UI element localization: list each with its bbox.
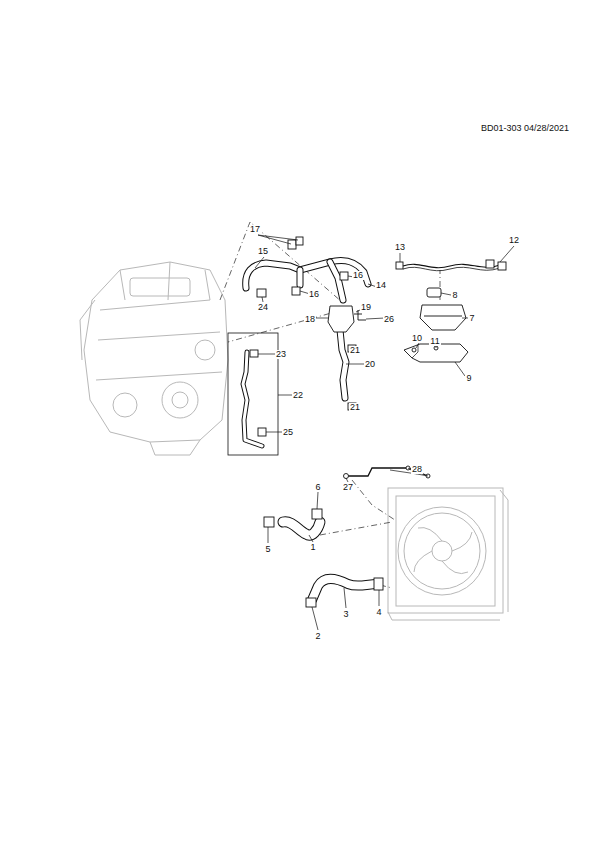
callout-number: 25 [282,428,294,437]
callout-number: 24 [257,303,269,312]
callout-number: 21 [349,403,361,412]
callout-number: 7 [468,314,475,323]
callout-number: 4 [375,608,382,617]
callout-number: 11 [429,337,440,346]
group-box [228,333,278,455]
callout-number: 18 [304,315,316,324]
callout-number: 1 [309,543,316,552]
callout-number: 13 [394,243,406,252]
callout-number: 21 [349,346,361,355]
callout-number: 16 [308,290,320,299]
callout-number: 27 [342,483,354,492]
drawing-code: BD01-303 04/28/2021 [480,124,570,133]
callout-number: 20 [364,360,376,369]
callout-number: 14 [375,281,387,290]
callout-number: 8 [451,291,458,300]
callout-number: 19 [360,303,372,312]
coolant-reservoir [404,288,468,362]
callout-number: 5 [264,545,271,554]
callout-number: 28 [411,465,423,474]
callout-number: 9 [465,374,472,383]
radiator-fan [388,488,508,620]
callout-number: 2 [314,632,321,641]
leader-lines [255,235,514,630]
engine [80,262,228,455]
callout-number: 3 [342,610,349,619]
callout-number: 23 [275,350,287,359]
callout-number: 17 [249,225,261,234]
coolant-hoses [243,260,378,600]
callout-number: 22 [292,391,304,400]
callout-number: 16 [352,271,364,280]
clamps [250,237,403,607]
callout-number: 12 [508,236,520,245]
callout-number: 10 [411,334,423,343]
callout-number: 26 [383,315,395,324]
callout-number: 15 [257,247,269,256]
callout-number: 6 [314,483,321,492]
